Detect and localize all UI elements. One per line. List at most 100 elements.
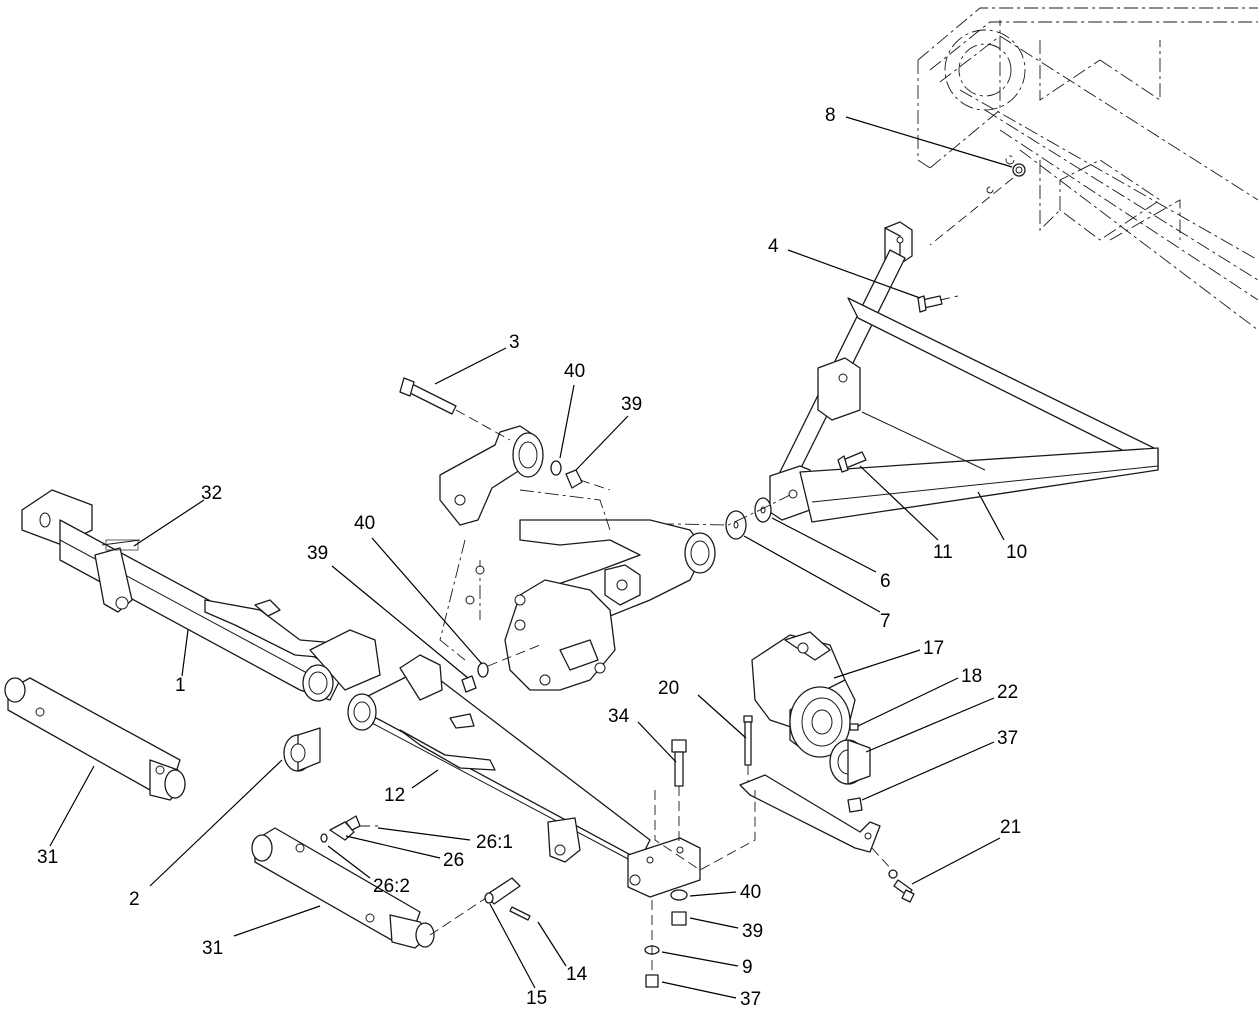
nut-part-39-upper [565,469,583,489]
key-part-18 [849,723,859,731]
callout-8: 8 [825,105,836,126]
callout-20: 20 [658,678,679,699]
pivot-bracket-assembly [439,425,716,691]
leader-lines [49,116,1013,999]
lower-arm-part-12 [347,654,701,898]
leader-18 [857,677,959,727]
leader-11 [859,465,939,541]
callout-37: 37 [740,989,761,1010]
leader-1 [181,629,189,677]
nut-part-37-lower [645,974,659,988]
setscrew-part-37-upper [847,797,863,813]
callout-39: 39 [307,543,328,564]
callout-21: 21 [1000,817,1021,838]
callout-17: 17 [923,638,944,659]
callout-4: 4 [768,236,779,257]
leader-31b [233,905,321,937]
callout-40: 40 [354,513,375,534]
callout-22: 22 [997,682,1018,703]
callout-31: 31 [202,938,223,959]
leader-37a [861,741,995,801]
callout-3: 3 [509,332,520,353]
callout-12: 12 [384,785,405,806]
leader-32 [133,499,205,547]
callout-37: 37 [997,728,1018,749]
leader-8 [845,116,1013,168]
leader-20 [697,694,747,739]
leader-34 [637,721,677,763]
leader-6 [771,517,877,573]
callout-39: 39 [621,394,642,415]
lift-arm-part-1 [21,489,381,702]
cotter-part-14 [509,906,531,921]
callout-1: 1 [175,675,186,696]
callout-26-2: 26:2 [373,876,410,897]
bushing-part-2 [283,727,321,772]
cylinder-part-31-lower [251,827,435,949]
leader-21 [911,837,1001,885]
leader-15 [489,903,536,989]
leader-40c [689,891,737,897]
subframe-part-10 [769,221,1159,523]
nut-part-39-lower [671,911,687,926]
callout-9: 9 [742,957,753,978]
bolt-part-11 [837,451,867,473]
bolt-part-3 [399,377,511,441]
bolt-part-4 [917,295,959,313]
leader-14 [537,921,567,967]
leader-31a [49,765,95,847]
leader-7 [743,535,881,613]
callout-26-1: 26:1 [476,832,513,853]
washer-part-40-middle [477,662,489,678]
leader-37b [661,981,737,999]
callout-7: 7 [880,611,891,632]
leader-40a [559,384,575,459]
leader-10 [977,491,1005,541]
bolt-part-21 [888,869,915,903]
leader-26-2 [327,845,371,879]
leader-2 [149,759,283,887]
leader-39c [689,917,739,929]
leader-39b [331,565,469,679]
leader-12 [411,769,439,789]
washer-part-40-upper [550,460,562,476]
callout-40: 40 [740,882,761,903]
callout-40: 40 [564,361,585,382]
leader-39a [575,415,629,471]
callout-2: 2 [129,889,140,910]
callout-15: 15 [526,988,547,1009]
callout-26: 26 [443,850,464,871]
washer-part-7 [725,510,747,540]
leader-26-1 [377,827,471,841]
leader-26 [345,835,441,859]
bolt-part-20 [743,715,753,766]
bracket-part-20 [739,774,881,853]
leader-3 [434,347,507,385]
leader-4 [787,249,921,299]
leader-17 [833,649,921,679]
grease-fitting-part-26 [320,815,378,843]
nut-part-39-middle [461,675,477,693]
cylinder-part-31-upper [4,677,186,801]
callout-11: 11 [933,542,953,563]
callout-labels: 8 4 3 40 39 32 40 39 11 10 6 7 17 18 22 … [37,105,1027,1010]
leader-9 [661,951,739,967]
nut-part-8 [929,163,1026,246]
frame-phantom [917,7,1258,331]
leader-40b [371,537,483,665]
leader-22 [865,697,995,753]
bolt-part-34 [671,739,687,845]
sprocket-part-22 [829,739,871,785]
washer-part-40-lower [670,889,688,901]
pin-part-15 [484,877,521,905]
hydraulic-motor-part-17 [751,631,856,758]
callout-6: 6 [880,571,891,592]
callout-32: 32 [201,483,222,504]
callout-39: 39 [742,921,763,942]
callout-10: 10 [1006,542,1027,563]
callout-34: 34 [608,706,630,727]
callout-31: 31 [37,847,58,868]
callout-18: 18 [961,666,982,687]
callout-14: 14 [566,964,588,985]
